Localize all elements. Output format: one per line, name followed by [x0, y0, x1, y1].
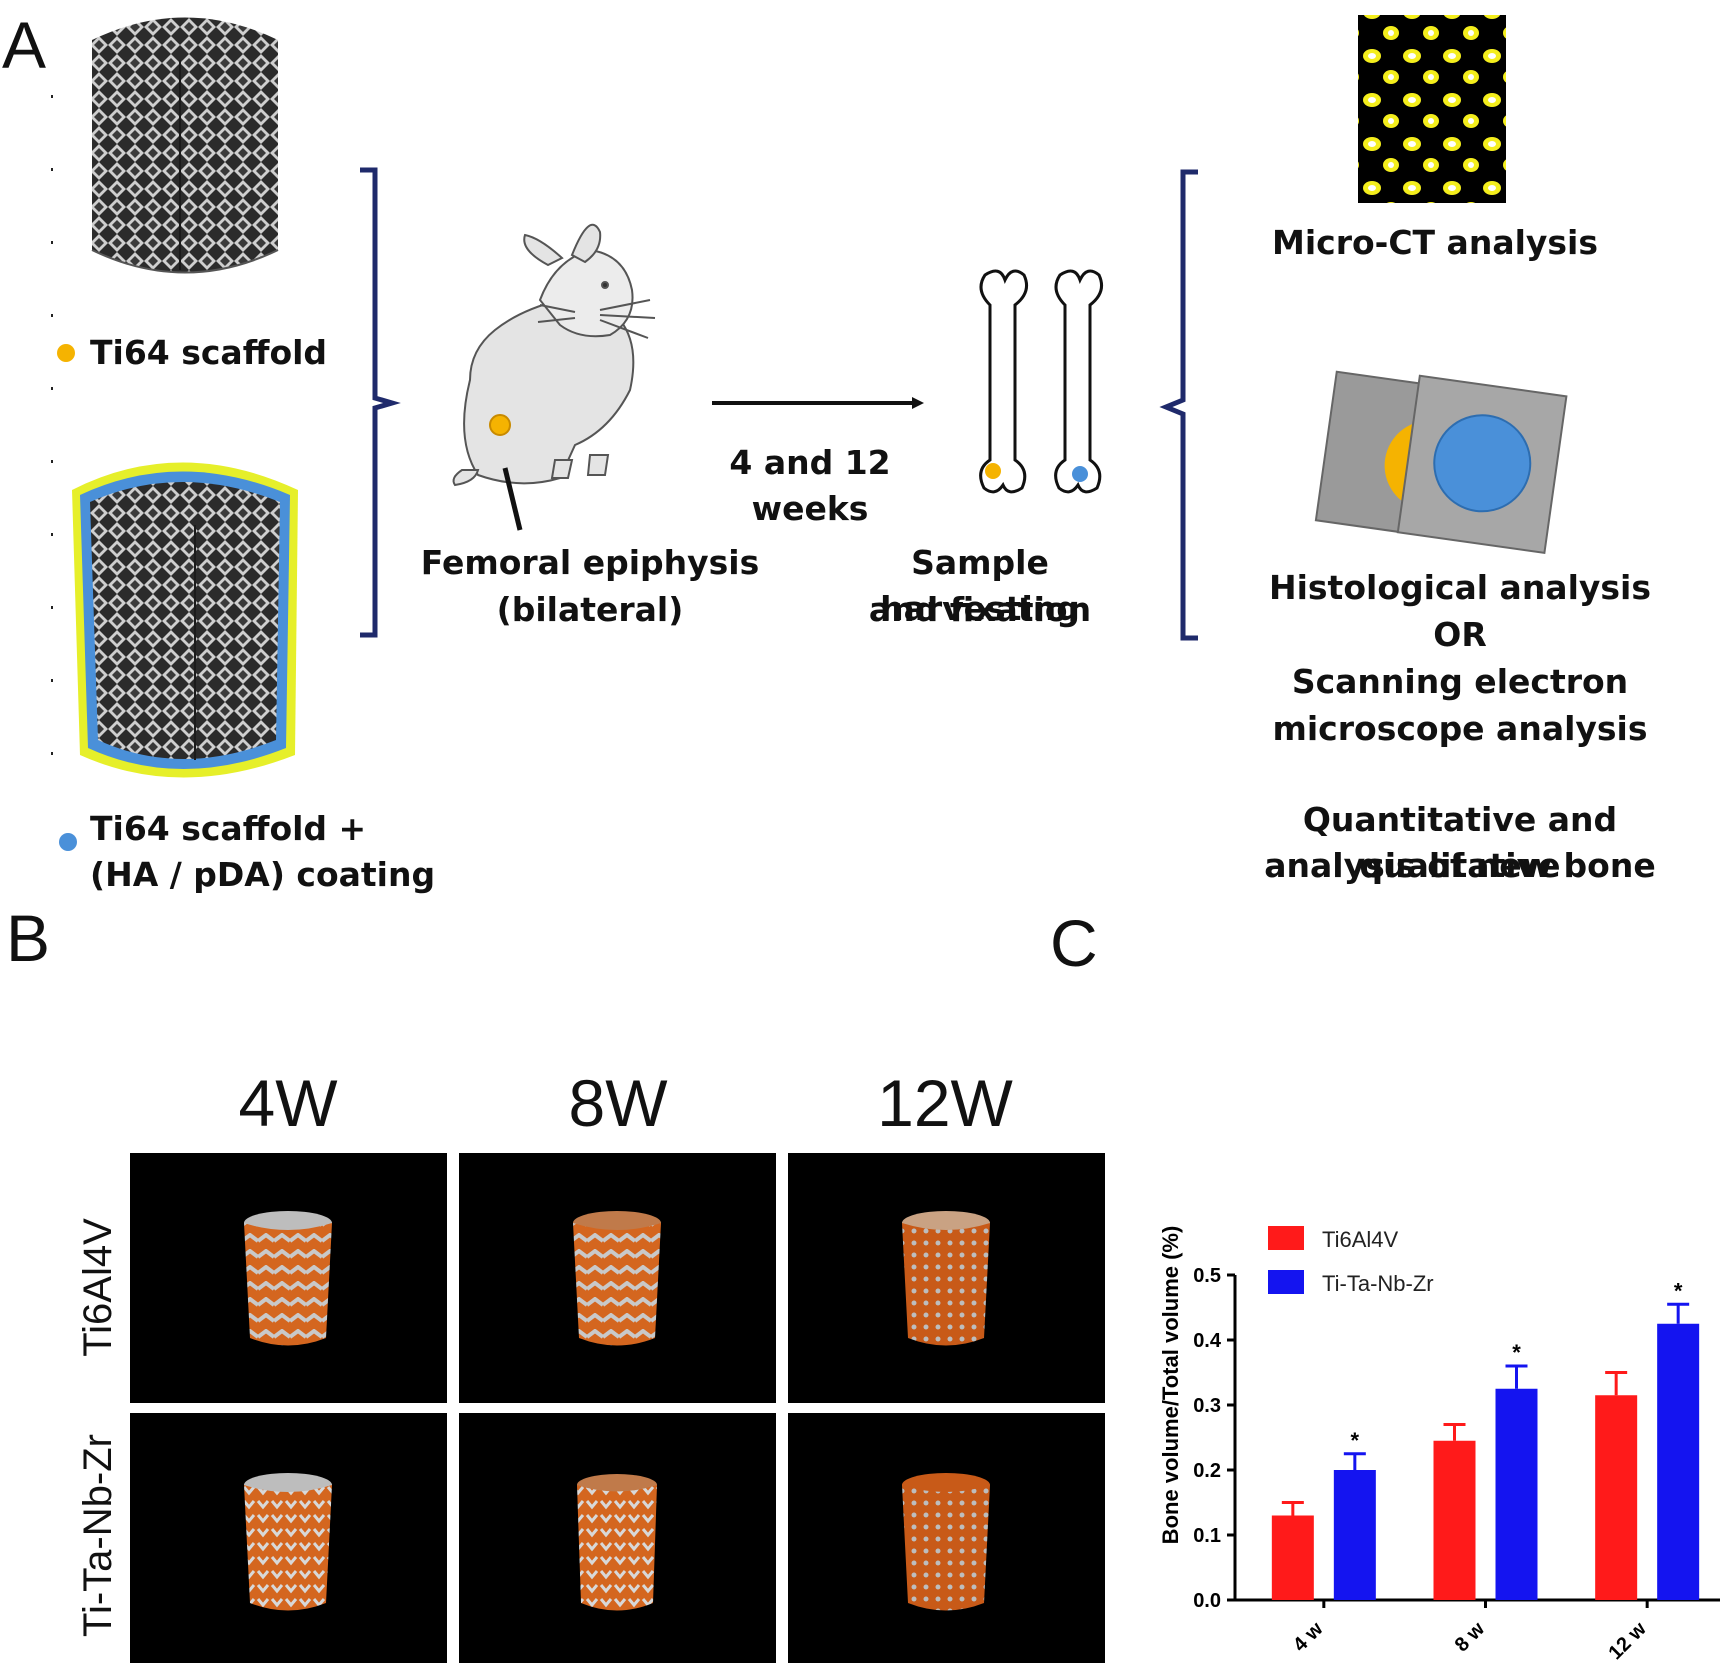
histology-slides-image [1314, 370, 1568, 554]
micro-ct-label: Micro-CT analysis [1271, 223, 1599, 262]
panel-label-b: B [6, 901, 51, 975]
y-tick-label-1: 0.1 [1193, 1525, 1221, 1547]
or-label: OR [1433, 615, 1487, 654]
quant-line2: analysis of new bone [1264, 846, 1656, 885]
chart-y-axis-label: Bone volume/Total volume (%) [1158, 1226, 1183, 1545]
ti64-scaffold-image [91, 17, 279, 274]
legend-label-0: Ti6Al4V [1322, 1227, 1399, 1252]
implant-site-dot [489, 414, 511, 436]
implant-site-line2: (bilateral) [496, 590, 684, 629]
y-tick-label-4: 0.4 [1193, 1330, 1222, 1352]
group1-label: Ti64 scaffold [90, 333, 328, 372]
row-label-ti6al4v: Ti6Al4V [75, 1217, 120, 1357]
ct-ti6al4v-12w [788, 1153, 1105, 1403]
left-bracket [360, 167, 401, 638]
x-tick-label-2: 12 w [1604, 1618, 1651, 1665]
femur-bones [979, 269, 1103, 494]
micro-ct-image [1358, 15, 1506, 203]
timepoints-label: 4 and 12 weeks [729, 443, 891, 528]
panel-label-a: A [2, 8, 47, 82]
x-tick-label-0: 4 w [1289, 1618, 1328, 1657]
ct-titanbzr-8w [459, 1413, 776, 1663]
group1-dot [57, 344, 75, 362]
implant-pointer-line [502, 467, 523, 531]
bone-dot-group1 [985, 463, 1001, 479]
coated-scaffold-image [72, 462, 298, 778]
significance-1-2: * [1674, 1278, 1683, 1303]
bar-0-0 [1271, 1515, 1314, 1600]
harvest-line1: Sample harvesting [880, 543, 1080, 628]
bar-0-2 [1595, 1395, 1638, 1600]
y-tick-label-2: 0.2 [1193, 1460, 1221, 1482]
group2-label-line2: (HA / pDA) coating [90, 855, 436, 894]
bar-1-0 [1333, 1470, 1376, 1600]
right-bracket [1159, 169, 1198, 641]
group2-dot [59, 833, 77, 851]
bar-1-2 [1657, 1323, 1700, 1600]
x-tick-label-1: 8 w [1451, 1618, 1490, 1657]
ct-titanbzr-12w [788, 1413, 1105, 1663]
rabbit-illustration [452, 223, 656, 487]
quant-line1: Quantitative and qualitative [1302, 800, 1618, 885]
ct-titanbzr-4w [130, 1413, 447, 1663]
column-header-4w: 4W [238, 1066, 338, 1140]
legend-swatch-1 [1268, 1270, 1304, 1294]
panel-label-c: C [1050, 906, 1098, 980]
y-tick-label-0: 0.0 [1193, 1590, 1221, 1612]
histology-label: Histological analysis [1268, 568, 1651, 607]
significance-1-0: * [1351, 1428, 1360, 1453]
sem-line1: Scanning electron [1291, 662, 1629, 701]
row-label-ti-ta-nb-zr: Ti-Ta-Nb-Zr [75, 1433, 120, 1637]
bar-1-1 [1495, 1388, 1538, 1600]
significance-1-1: * [1512, 1340, 1521, 1365]
ct-ti6al4v-4w [130, 1153, 447, 1403]
panel-a-diagram [51, 15, 1568, 851]
ct-ti6al4v-8w [459, 1153, 776, 1403]
y-tick-label-3: 0.3 [1193, 1395, 1221, 1417]
bone-dot-group2 [1072, 466, 1088, 482]
legend-swatch-0 [1268, 1226, 1304, 1250]
implant-site-line1: Femoral epiphysis [420, 543, 760, 582]
y-tick-label-5: 0.5 [1193, 1265, 1221, 1287]
column-header-12w: 12W [877, 1066, 1013, 1140]
legend-label-1: Ti-Ta-Nb-Zr [1322, 1271, 1434, 1296]
bone-volume-chart: 0.0 0.1 0.2 0.3 0.4 0.5 * * * 4 w 8 w 12 w Ti6Al4… [1158, 1226, 1720, 1665]
group2-label-line1: Ti64 scaffold + [90, 809, 367, 848]
harvest-line2: and fixation [868, 590, 1092, 629]
bar-0-1 [1433, 1440, 1476, 1600]
column-header-8w: 8W [568, 1066, 668, 1140]
sem-line2: microscope analysis [1272, 709, 1648, 748]
